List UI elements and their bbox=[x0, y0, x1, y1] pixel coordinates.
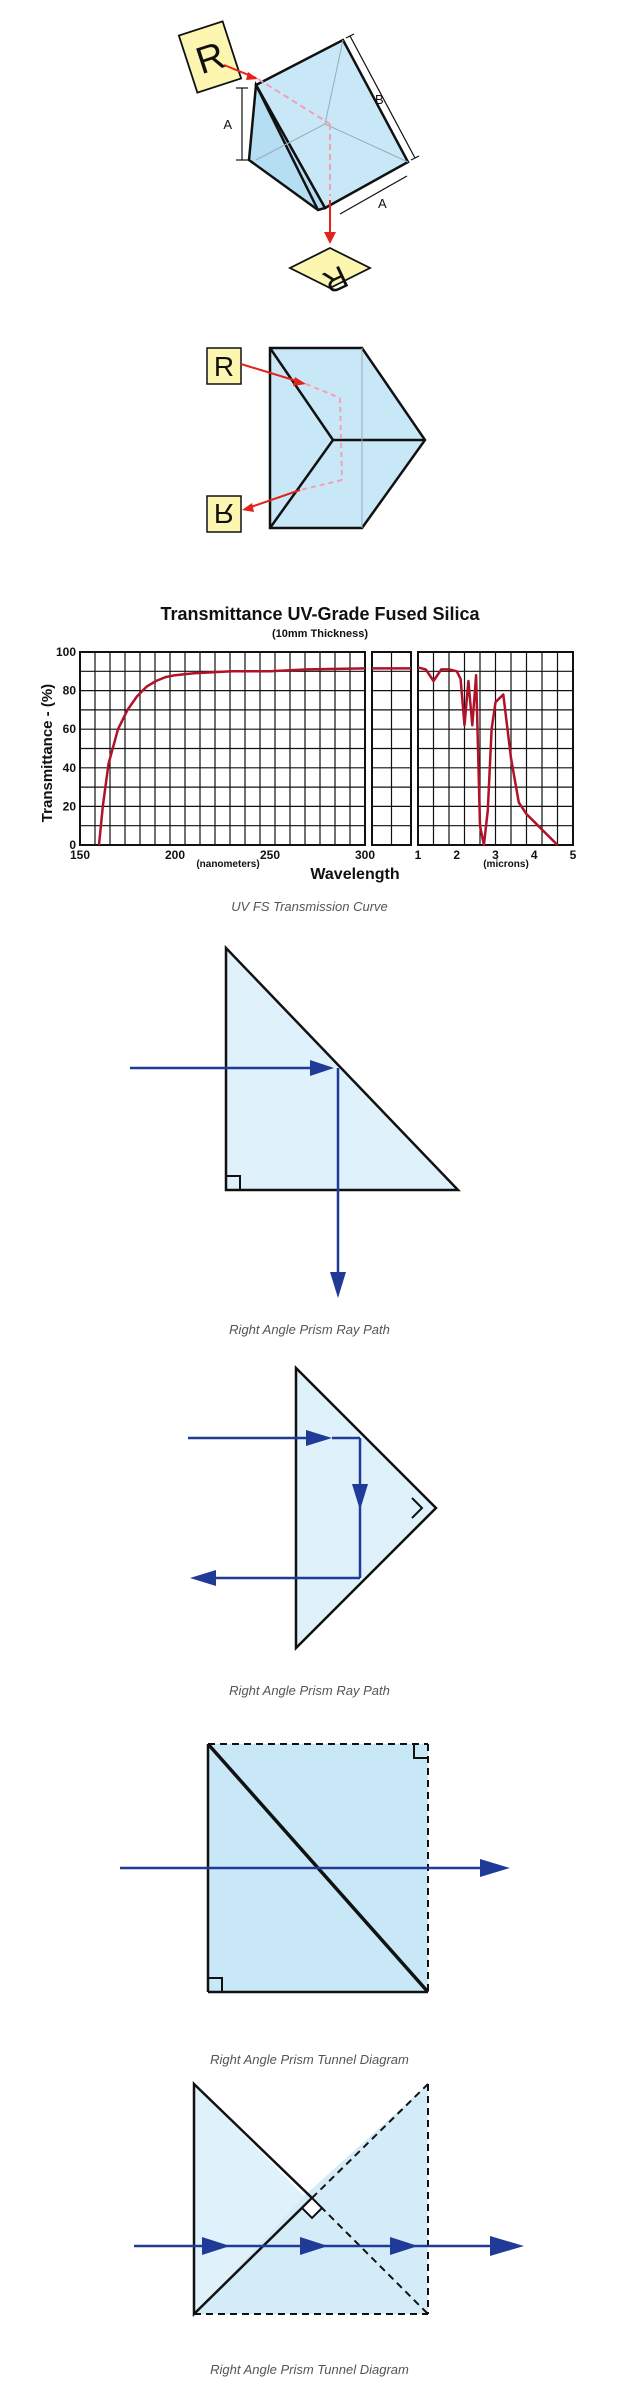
chart-subtitle: (10mm Thickness) bbox=[272, 628, 368, 640]
x-tick-label-um: 2 bbox=[453, 848, 460, 862]
prism-triangle bbox=[192, 2081, 314, 2317]
dimension-a-vertical-label: A bbox=[223, 117, 232, 132]
transmission-caption: UV FS Transmission Curve bbox=[231, 899, 388, 914]
x-tick-label-um: 3 bbox=[492, 848, 499, 862]
internal-ray-3 bbox=[299, 479, 343, 491]
tunnel-caption-2: Right Angle Prism Tunnel Diagram bbox=[210, 2362, 409, 2377]
unfolded-edge-diagonal bbox=[311, 2083, 429, 2199]
tunnel-caption-1: Right Angle Prism Tunnel Diagram bbox=[210, 2052, 409, 2067]
tunnel-diagram-drawing-2 bbox=[134, 2081, 524, 2317]
x-tick-label-nm: 150 bbox=[70, 848, 90, 862]
right-angle-marker bbox=[300, 2196, 324, 2220]
input-ray-arrowhead bbox=[306, 1430, 332, 1446]
ray-path-caption-2: Right Angle Prism Ray Path bbox=[229, 1683, 390, 1698]
dimension-a-diagonal-label: A bbox=[378, 196, 387, 211]
output-image-label bbox=[206, 495, 242, 533]
ray-arrowhead bbox=[480, 1859, 510, 1877]
x-axis-label: Wavelength bbox=[310, 866, 399, 883]
transmission-chart: Transmittance UV-Grade Fused Silica (10m… bbox=[39, 604, 577, 883]
ray-path-caption-1: Right Angle Prism Ray Path bbox=[229, 1322, 390, 1337]
tunnel-diagram-figure-1: Right Angle Prism Tunnel Diagram bbox=[0, 1730, 619, 2070]
ray-path-drawing-2 bbox=[188, 1364, 438, 1652]
internal-ray-1 bbox=[305, 383, 341, 399]
y-tick-label: 0 bbox=[69, 838, 76, 852]
y-tick-label: 40 bbox=[63, 761, 77, 775]
prism-3d-figure: B A A R R bbox=[0, 0, 619, 300]
output-r-glyph: R bbox=[214, 498, 234, 529]
x-tick-label-um: 5 bbox=[570, 848, 577, 862]
x-unit-nanometers: (nanometers) bbox=[196, 859, 259, 870]
unfolded-edge-diagonal-2 bbox=[311, 2197, 429, 2315]
ray-path-figure-1: Right Angle Prism Ray Path bbox=[0, 940, 619, 1337]
y-tick-label: 80 bbox=[63, 684, 77, 698]
prism-triangle bbox=[294, 1364, 438, 1652]
dimension-b-line bbox=[349, 35, 416, 159]
internal-ray-1 bbox=[257, 78, 331, 125]
chart-title: Transmittance UV-Grade Fused Silica bbox=[160, 604, 480, 624]
y-tick-label: 100 bbox=[56, 645, 76, 659]
right-angle-marker bbox=[411, 1497, 424, 1519]
x-tick-label-nm: 250 bbox=[260, 848, 280, 862]
y-tick-label: 60 bbox=[63, 722, 77, 736]
prism-body bbox=[268, 346, 427, 530]
output-ray-arrowhead bbox=[242, 503, 254, 512]
dimension-b-label: B bbox=[375, 92, 384, 107]
x-tick-label-um: 1 bbox=[415, 848, 422, 862]
prism-hidden-edge bbox=[324, 123, 409, 163]
ray-path-figure-2: Right Angle Prism Ray Path bbox=[0, 1360, 619, 1715]
ray-arrowhead bbox=[490, 2236, 524, 2256]
prism-retro-figure: R R bbox=[0, 320, 619, 550]
tunnel-diagram-drawing-1 bbox=[120, 1742, 510, 1994]
input-image-label bbox=[206, 347, 242, 385]
dimension-a-diagonal-line bbox=[339, 175, 408, 215]
input-ray-arrowhead bbox=[310, 1060, 334, 1076]
curve-ir-range bbox=[417, 666, 559, 847]
y-tick-label: 20 bbox=[63, 799, 77, 813]
right-angle-marker-bottom bbox=[208, 1977, 223, 1992]
x-tick-label-nm: 300 bbox=[355, 848, 375, 862]
output-ray-arrowhead bbox=[324, 232, 336, 244]
x-tick-label-nm: 200 bbox=[165, 848, 185, 862]
prism-3d-drawing: B A A R R bbox=[177, 20, 420, 300]
right-angle-marker-top bbox=[413, 1744, 428, 1759]
ray-path-drawing-1 bbox=[130, 944, 461, 1298]
transmission-chart-figure: Transmittance UV-Grade Fused Silica (10m… bbox=[0, 595, 619, 935]
internal-ray-2 bbox=[339, 397, 343, 481]
x-unit-microns: (microns) bbox=[483, 859, 529, 870]
input-r-glyph: R bbox=[214, 351, 234, 382]
output-ray-arrowhead bbox=[190, 1570, 216, 1586]
curve-uv-range bbox=[97, 667, 366, 846]
internal-ray-arrowhead bbox=[352, 1484, 368, 1510]
tunnel-diagram-figure-2: Right Angle Prism Tunnel Diagram bbox=[0, 2070, 619, 2391]
right-angle-marker bbox=[226, 1175, 241, 1190]
output-image-label: R bbox=[287, 246, 373, 300]
prism-front-edge bbox=[254, 84, 320, 211]
y-axis-label: Transmittance - (%) bbox=[39, 684, 56, 822]
x-tick-label-um: 4 bbox=[531, 848, 538, 862]
input-ray bbox=[240, 363, 301, 383]
output-ray bbox=[247, 489, 301, 509]
prism-retro-drawing: R R bbox=[206, 346, 427, 533]
output-ray-arrowhead bbox=[330, 1272, 346, 1298]
input-image-label: R bbox=[177, 20, 243, 94]
